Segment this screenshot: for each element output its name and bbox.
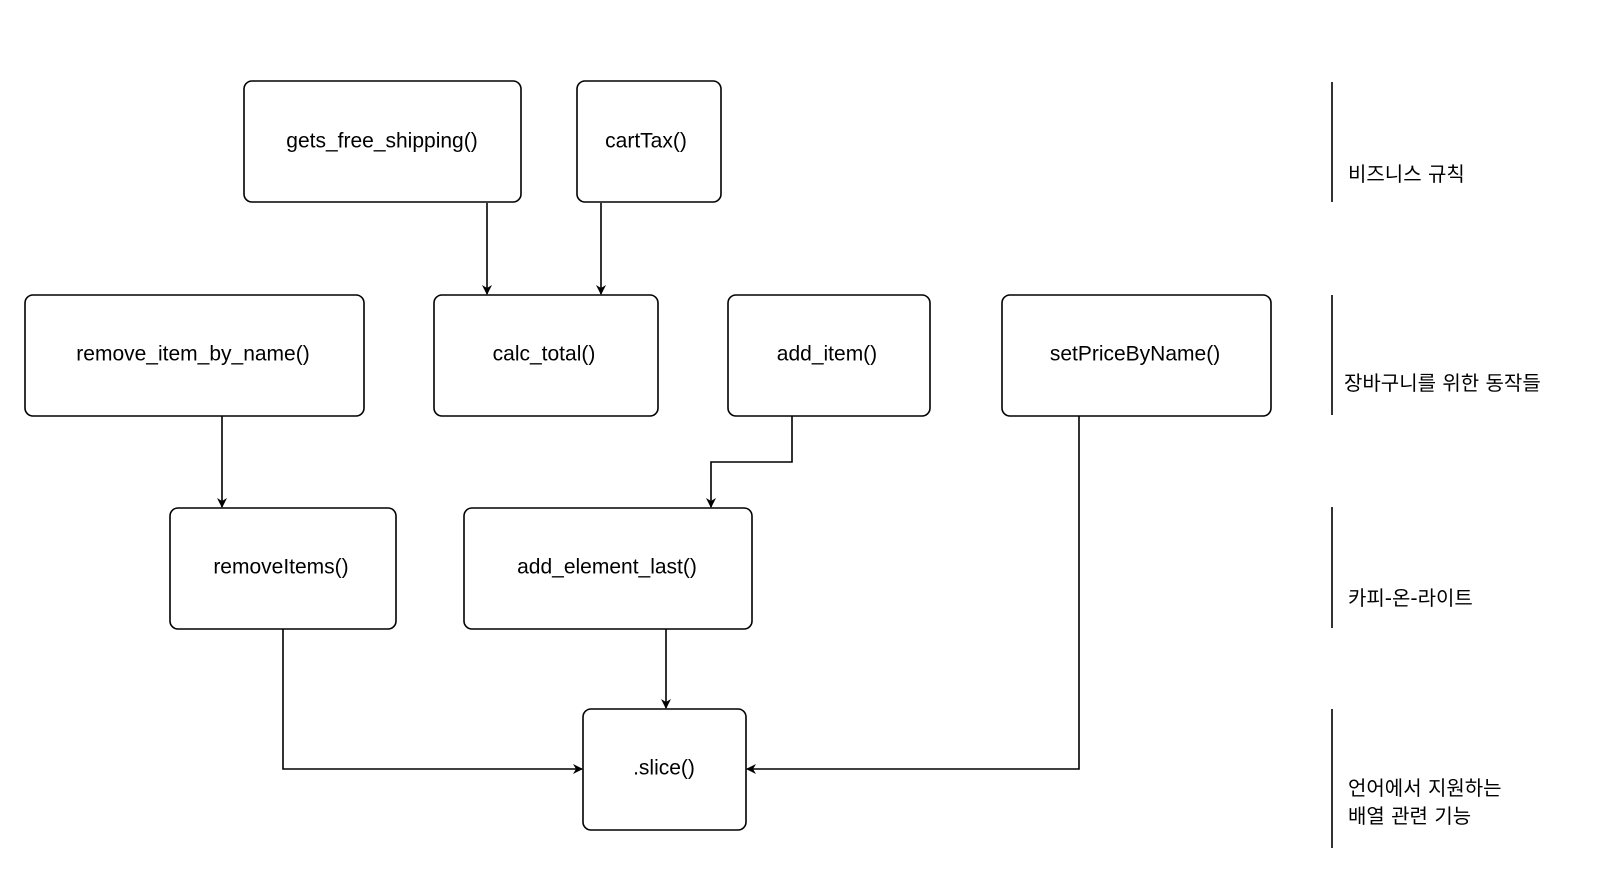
node-label-removeitems: removeItems() [213, 556, 348, 579]
node-removeitems: removeItems() [169, 507, 397, 630]
node-gets-free-shipping: gets_free_shipping() [243, 80, 522, 203]
edge-removeitems-to-slice [282, 628, 583, 774]
layer-label-language-array-line1: 언어에서 지원하는 [1348, 776, 1502, 800]
layer-label-copy-on-write: 카피-온-라이트 [1348, 586, 1473, 610]
node-calc-total: calc_total() [433, 294, 659, 417]
layer-label-business-rules: 비즈니스 규칙 [1348, 162, 1465, 186]
node-label-remove-item-by-name: remove_item_by_name() [76, 343, 309, 366]
node-label-add-item: add_item() [777, 343, 877, 366]
node-label-calc-total: calc_total() [493, 343, 596, 366]
node-carttax: cartTax() [576, 80, 722, 203]
layer-label-language-array-line2: 배열 관련 기능 [1348, 804, 1471, 828]
node-label-gets-free-shipping: gets_free_shipping() [286, 130, 477, 153]
node-label-slice: .slice() [633, 757, 695, 780]
node-label-carttax: cartTax() [605, 130, 687, 153]
node-slice: .slice() [582, 708, 747, 831]
layer-label-cart-operations: 장바구니를 위한 동작들 [1344, 371, 1541, 395]
node-add-element-last: add_element_last() [463, 507, 753, 630]
edge-setpricebyname-to-slice [746, 415, 1080, 774]
node-remove-item-by-name: remove_item_by_name() [24, 294, 365, 417]
node-setpricebyname: setPriceByName() [1001, 294, 1272, 417]
node-label-setpricebyname: setPriceByName() [1050, 343, 1220, 366]
node-label-add-element-last: add_element_last() [517, 556, 697, 579]
edge-add-item-to-add-element-last [706, 415, 793, 508]
node-add-item: add_item() [727, 294, 931, 417]
